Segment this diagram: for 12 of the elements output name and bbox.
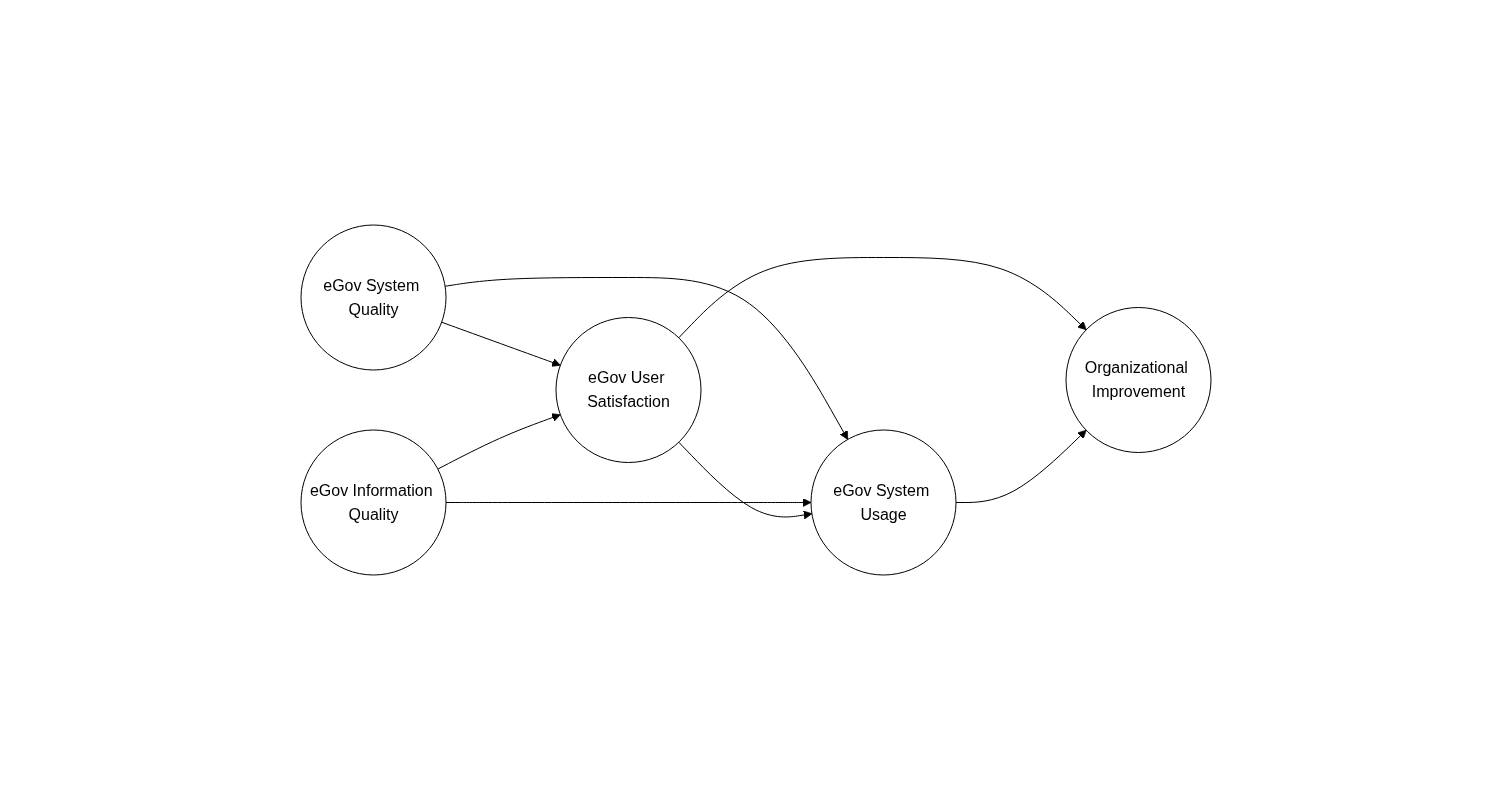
node-circle: eGov User Satisfaction — [555, 317, 702, 463]
arrow — [444, 277, 849, 440]
arrow — [678, 441, 813, 520]
node-circle: eGov System Usage — [810, 429, 957, 576]
arrow — [437, 413, 561, 470]
node-circle: Organizational Improvement — [1065, 307, 1212, 453]
arrow — [678, 257, 1087, 339]
arrow — [441, 321, 561, 367]
node-circle: eGov System Quality — [300, 224, 447, 371]
node-circle: eGov Information Quality — [300, 429, 447, 576]
arrow — [445, 498, 812, 507]
arrow — [955, 429, 1087, 503]
